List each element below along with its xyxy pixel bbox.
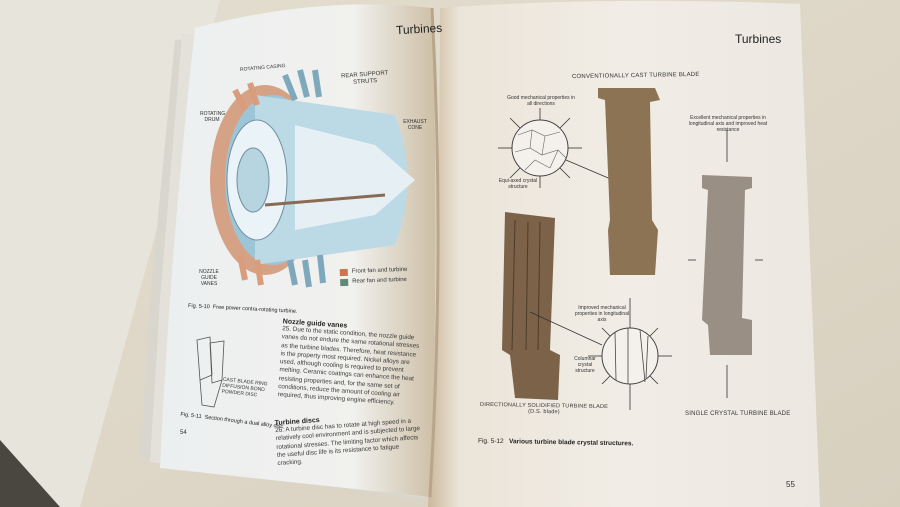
single-crystal-title: SINGLE CRYSTAL TURBINE BLADE [685, 411, 791, 417]
ds-note: Improved mechanical properties in longit… [574, 305, 630, 323]
conventional-blade-title: CONVENTIONALLY CAST TURBINE BLADE [571, 71, 700, 81]
columnar-note: Columnar crystal structure [574, 356, 596, 374]
label-nozzle-guide-vanes: NOZZLE GUIDE VANES [199, 269, 219, 287]
right-page-number: 55 [786, 480, 795, 489]
columnar-crystal-diagram [588, 298, 672, 410]
right-page-header: Turbines [735, 32, 782, 46]
contra-rotating-turbine-illustration [210, 69, 415, 288]
single-crystal-note: Excellent mechanical properties in longi… [688, 115, 768, 133]
equiaxed-top-note: Good mechanical properties in all direct… [507, 95, 575, 107]
label-exhaust-cone: EXHAUST CONE [403, 119, 427, 131]
ds-blade-title: DIRECTIONALLY SOLIDIFIED TURBINE BLADE (… [480, 402, 608, 416]
figure-5-12-caption: Fig. 5-12 Various turbine blade crystal … [478, 438, 633, 448]
equiaxed-bottom-note: Equi-axed crystal structure [498, 178, 538, 190]
dual-alloy-disc-illustration [196, 336, 225, 408]
caption-text: Various turbine blade crystal structures… [509, 438, 634, 448]
caption-number: Fig. 5-12 [477, 437, 504, 446]
left-page-number: 54 [180, 430, 187, 436]
turbine-blade-illustrations [498, 88, 763, 410]
label-rotating-drum: ROTATING DRUM [200, 111, 226, 123]
